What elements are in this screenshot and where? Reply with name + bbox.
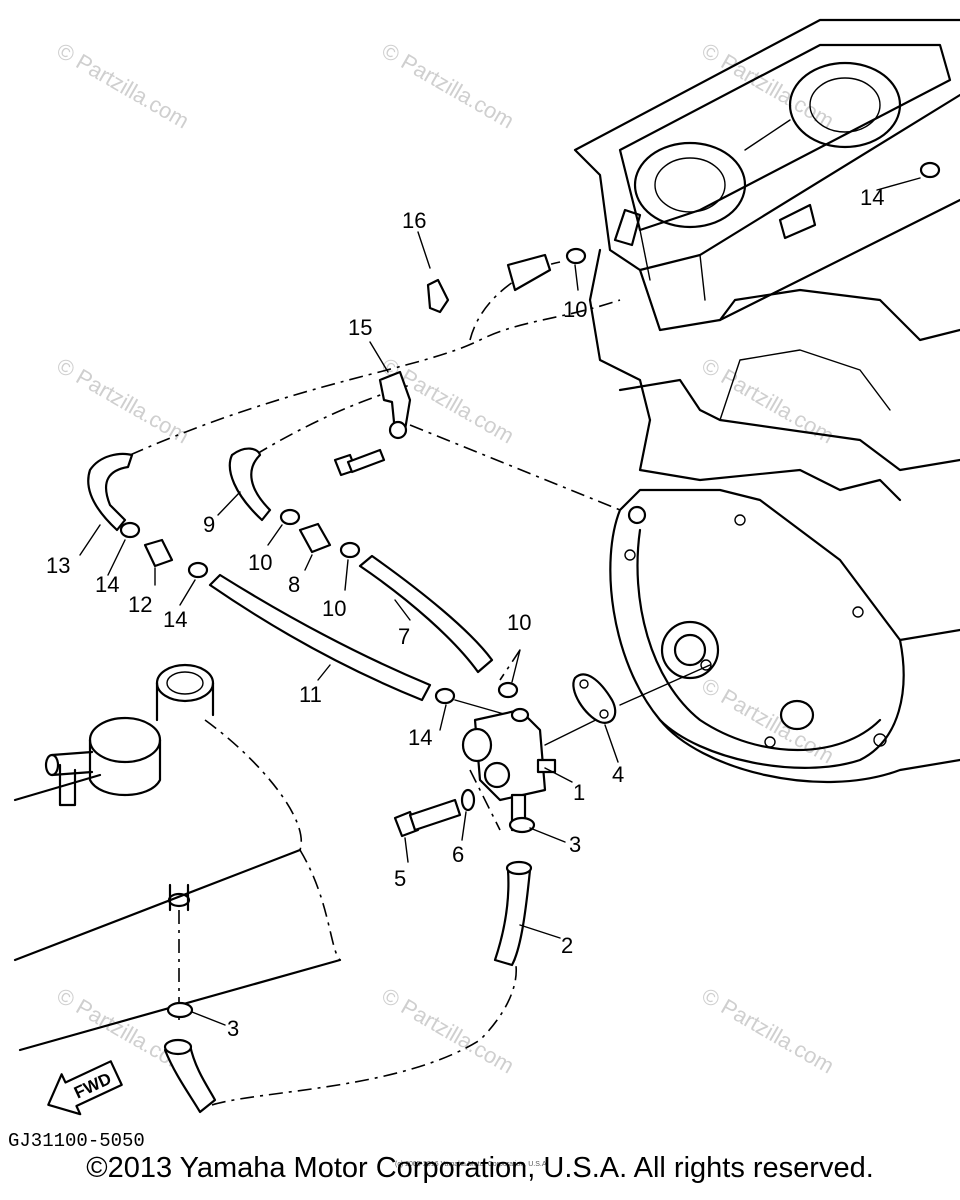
callout-3: 3 [227, 1016, 239, 1041]
watermark: © Partzilla.com [53, 38, 194, 134]
callout-1: 1 [573, 780, 585, 805]
fuel-filters [143, 522, 332, 568]
callout-6: 6 [452, 842, 464, 867]
callout-10: 10 [248, 550, 272, 575]
callout-14: 14 [408, 725, 432, 750]
part-code: GJ31100-5050 [8, 1130, 145, 1152]
gasket-bolt-washer [393, 673, 617, 838]
callout-11: 11 [299, 682, 322, 707]
watermark: © Partzilla.com [53, 353, 194, 449]
watermark: © Partzilla.com [698, 38, 839, 134]
callout-14: 14 [163, 607, 187, 632]
callout-7: 7 [398, 624, 410, 649]
fuel-hoses-upper [87, 253, 552, 702]
callout-13: 13 [46, 553, 70, 578]
copyright-notice: ©2013 Yamaha Motor Corporation, U.S.A. A… [86, 1152, 874, 1184]
callout-3: 3 [569, 832, 581, 857]
callout-10: 10 [322, 596, 346, 621]
callout-15: 15 [348, 315, 372, 340]
fuel-tank [13, 663, 342, 1052]
small-copyright-note: (c) 2005-2016 Yamaha Motor Corporation, … [395, 1161, 548, 1168]
side-cover [609, 488, 960, 784]
callout-14: 14 [860, 185, 884, 210]
callout-10: 10 [563, 297, 587, 322]
fuel-hoses-lower [163, 816, 536, 1114]
callout-9: 9 [203, 512, 215, 537]
callout-2: 2 [561, 933, 573, 958]
leader-lines [79, 177, 921, 1026]
callouts: 1 2 3 3 4 5 6 7 8 9 10 10 10 10 11 12 13… [46, 185, 884, 1041]
brackets [333, 278, 450, 477]
callout-10: 10 [507, 610, 531, 635]
callout-5: 5 [394, 866, 406, 891]
watermark: © Partzilla.com [378, 983, 519, 1079]
callout-8: 8 [288, 572, 300, 597]
forward-arrow: FWD [47, 1060, 123, 1116]
watermark: © Partzilla.com [698, 983, 839, 1079]
callout-14: 14 [95, 572, 119, 597]
engine-crankcase [573, 18, 960, 502]
callout-16: 16 [402, 208, 426, 233]
callout-12: 12 [128, 592, 152, 617]
watermark: © Partzilla.com [378, 38, 519, 134]
fuel-cock [461, 707, 557, 832]
hose-clips [119, 161, 941, 705]
callout-4: 4 [612, 762, 624, 787]
